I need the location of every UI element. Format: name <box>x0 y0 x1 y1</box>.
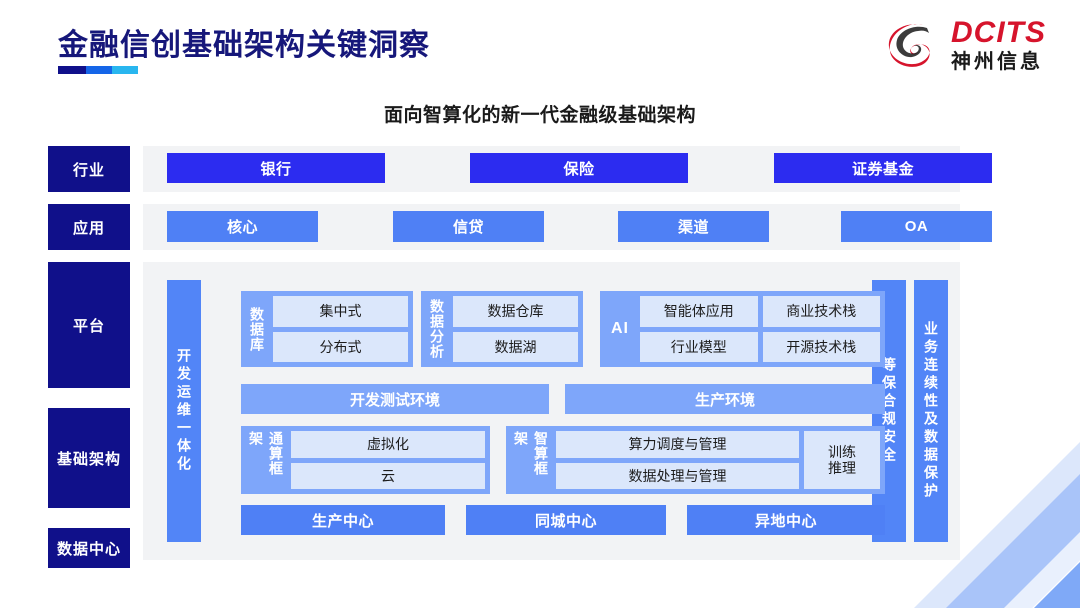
vertical-strip-continuity[interactable]: 业务连续性及数据保护 <box>914 280 948 542</box>
env-dev-test[interactable]: 开发测试环境 <box>241 384 549 414</box>
cell-compute-scheduling[interactable]: 算力调度与管理 <box>556 431 799 458</box>
group-general-compute[interactable]: 通算框架 虚拟化 云 <box>241 426 490 494</box>
industry-chip-banking[interactable]: 银行 <box>167 153 385 183</box>
cell-opensource-tech-stack[interactable]: 开源技术栈 <box>762 331 880 362</box>
application-chip-channel[interactable]: 渠道 <box>618 211 769 242</box>
application-chip-oa[interactable]: OA <box>841 211 992 242</box>
row-label-application: 应用 <box>48 204 130 250</box>
group-intelligent-compute[interactable]: 智算框架 算力调度与管理 数据处理与管理 训练 推理 <box>506 426 885 494</box>
cell-distributed[interactable]: 分布式 <box>273 331 408 362</box>
row-label-infrastructure: 基础架构 <box>48 408 130 508</box>
logo-text-cn: 神州信息 <box>951 51 1043 73</box>
env-production[interactable]: 生产环境 <box>565 384 885 414</box>
page-subtitle: 面向智算化的新一代金融级基础架构 <box>383 105 696 126</box>
brand-logo: DCITS 神州信息 <box>885 18 1046 72</box>
group-title-database: 数据库 <box>249 306 265 352</box>
datacenter-chip-metro[interactable]: 同城中心 <box>466 505 666 535</box>
cell-virtualization[interactable]: 虚拟化 <box>291 431 485 458</box>
group-title-intelligent-compute: 智算框架 <box>513 431 549 476</box>
cell-train-infer[interactable]: 训练 推理 <box>804 431 880 489</box>
row-label-industry: 行业 <box>48 146 130 192</box>
cell-data-processing[interactable]: 数据处理与管理 <box>556 462 799 489</box>
logo-text-en: DCITS <box>951 16 1046 49</box>
vertical-strip-devops[interactable]: 开发运维一体化 <box>167 280 201 542</box>
cell-data-warehouse[interactable]: 数据仓库 <box>453 296 578 327</box>
datacenter-chip-remote[interactable]: 异地中心 <box>687 505 885 535</box>
industry-chip-securities-funds[interactable]: 证券基金 <box>774 153 992 183</box>
group-ai[interactable]: AI 智能体应用 商业技术栈 行业模型 开源技术栈 <box>600 291 885 367</box>
group-database[interactable]: 数据库 集中式 分布式 <box>241 291 413 367</box>
cell-industry-model[interactable]: 行业模型 <box>640 331 758 362</box>
title-underline-rule <box>58 66 138 74</box>
group-title-ai: AI <box>611 320 629 337</box>
dcits-swirl-icon <box>885 19 943 71</box>
group-title-data-analytics: 数据分析 <box>429 299 445 359</box>
cell-cloud[interactable]: 云 <box>291 462 485 489</box>
cell-centralized[interactable]: 集中式 <box>273 296 408 327</box>
industry-chip-insurance[interactable]: 保险 <box>470 153 688 183</box>
cell-data-lake[interactable]: 数据湖 <box>453 331 578 362</box>
row-label-datacenter: 数据中心 <box>48 528 130 568</box>
page-title: 金融信创基础架构关键洞察 <box>58 29 430 62</box>
datacenter-chip-production[interactable]: 生产中心 <box>241 505 445 535</box>
row-label-platform: 平台 <box>48 262 130 388</box>
cell-agent-application[interactable]: 智能体应用 <box>640 296 758 327</box>
application-chip-credit[interactable]: 信贷 <box>393 211 544 242</box>
group-title-general-compute: 通算框架 <box>248 431 284 476</box>
application-chip-core[interactable]: 核心 <box>167 211 318 242</box>
cell-commercial-tech-stack[interactable]: 商业技术栈 <box>762 296 880 327</box>
group-data-analytics[interactable]: 数据分析 数据仓库 数据湖 <box>421 291 583 367</box>
